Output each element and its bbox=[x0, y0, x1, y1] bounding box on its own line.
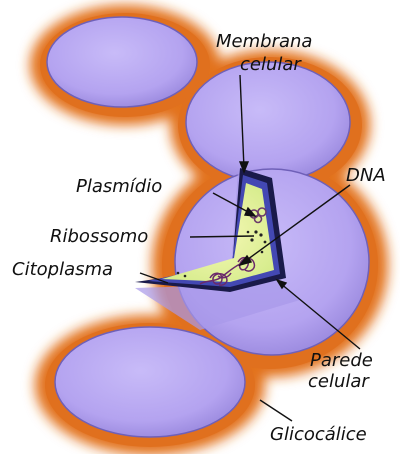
label-parede: Parede bbox=[310, 350, 373, 371]
cell-top-left bbox=[47, 17, 197, 107]
label-parede-2: celular bbox=[308, 371, 370, 392]
label-dna: DNA bbox=[346, 165, 386, 186]
label-membrana-2: celular bbox=[240, 54, 302, 75]
label-plasmidio: Plasmídio bbox=[76, 176, 162, 197]
label-glicocalice: Glicocálice bbox=[270, 424, 367, 445]
label-ribossomo: Ribossomo bbox=[50, 226, 148, 247]
cell-bottom bbox=[55, 327, 245, 437]
cell-top-right bbox=[186, 62, 350, 182]
label-membrana: Membrana bbox=[216, 31, 312, 52]
label-citoplasma: Citoplasma bbox=[12, 259, 113, 280]
